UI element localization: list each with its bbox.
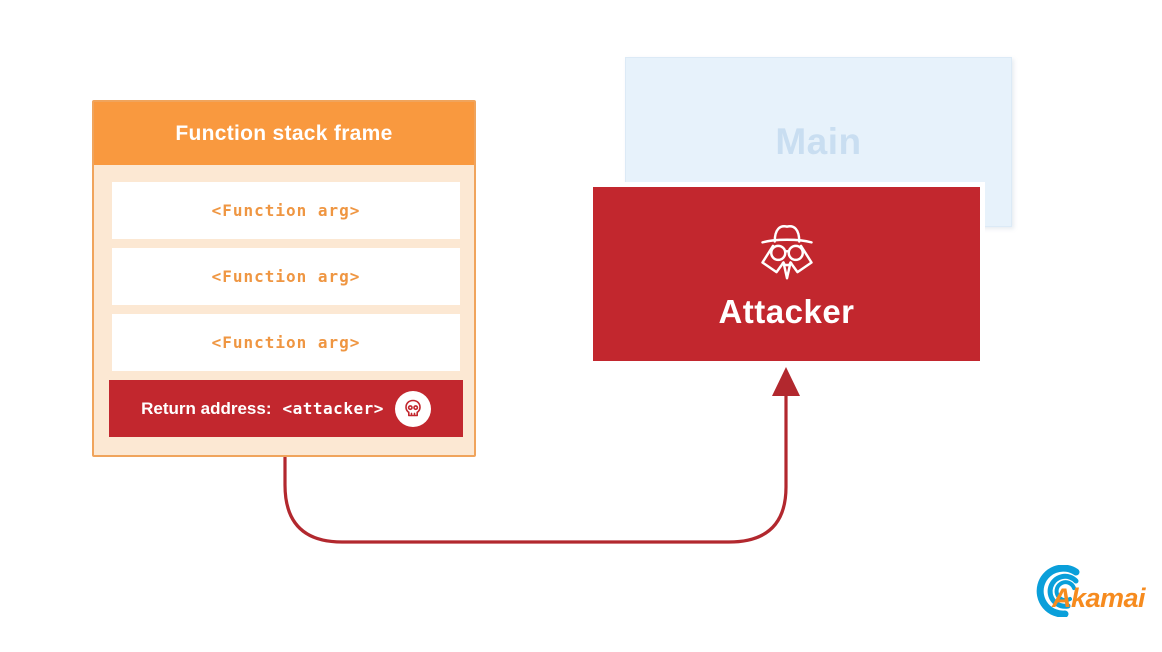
- stack-frame-body: <Function arg> <Function arg> <Function …: [94, 165, 474, 455]
- return-address-value: <attacker>: [282, 399, 384, 418]
- akamai-logo: Akamai: [1032, 565, 1158, 621]
- function-arg-row: <Function arg>: [112, 248, 460, 305]
- function-arg-text: <Function arg>: [211, 201, 361, 220]
- function-stack-frame: Function stack frame <Function arg> <Fun…: [92, 100, 476, 457]
- spy-icon: [760, 225, 813, 280]
- attacker-box: Attacker: [588, 182, 985, 366]
- skull-icon: [394, 390, 431, 427]
- main-box-label: Main: [775, 121, 862, 162]
- function-arg-text: <Function arg>: [211, 267, 361, 286]
- attacker-box-label: Attacker: [718, 293, 855, 330]
- akamai-logo-text: Akamai: [1052, 583, 1146, 613]
- stack-frame-title: Function stack frame: [175, 121, 393, 145]
- stack-frame-header: Function stack frame: [94, 102, 474, 165]
- function-arg-text: <Function arg>: [211, 333, 361, 352]
- arrowhead-icon: [772, 367, 800, 396]
- akamai-swoosh-icon: [1036, 565, 1080, 617]
- return-address-row: Return address: <attacker>: [109, 380, 463, 437]
- return-address-label: Return address:: [141, 398, 272, 418]
- function-arg-row: <Function arg>: [112, 182, 460, 239]
- function-arg-row: <Function arg>: [112, 314, 460, 371]
